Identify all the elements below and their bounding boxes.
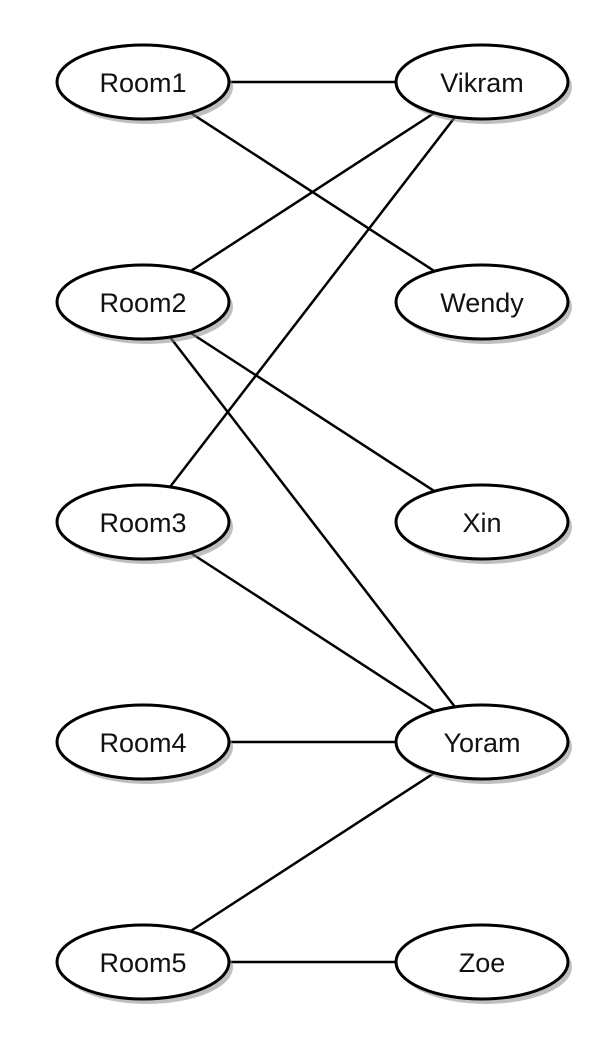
node-ellipse <box>55 263 231 341</box>
node-ellipse <box>394 923 570 1001</box>
node-ellipse <box>55 483 231 561</box>
node-wendy: Wendy <box>394 263 572 344</box>
node-vikram: Vikram <box>394 43 572 124</box>
node-room4: Room4 <box>55 703 233 784</box>
node-room1: Room1 <box>55 43 233 124</box>
edge-room2-xin <box>142 300 483 524</box>
node-zoe: Zoe <box>394 923 572 1004</box>
node-ellipse <box>394 483 570 561</box>
node-label: Yoram <box>443 728 520 758</box>
node-label: Room1 <box>99 68 186 98</box>
node-ellipse <box>55 923 231 1001</box>
node-ellipse <box>394 43 570 121</box>
edge-room3-vikram <box>142 81 483 523</box>
node-ellipse <box>55 703 231 781</box>
node-label: Wendy <box>440 288 524 318</box>
node-ellipse <box>394 263 570 341</box>
node-yoram: Yoram <box>394 703 572 784</box>
edge-room2-vikram <box>142 80 483 304</box>
node-xin: Xin <box>394 483 572 564</box>
edge-room2-yoram <box>142 301 483 743</box>
node-ellipse <box>55 43 231 121</box>
node-label: Room3 <box>99 508 186 538</box>
node-label: Xin <box>462 508 501 538</box>
node-room2: Room2 <box>55 263 233 344</box>
edge-room5-yoram <box>142 740 483 964</box>
node-label: Zoe <box>459 948 506 978</box>
node-ellipse <box>394 703 570 781</box>
edge-room3-yoram <box>142 520 483 744</box>
node-room3: Room3 <box>55 483 233 564</box>
node-room5: Room5 <box>55 923 233 1004</box>
node-label: Room5 <box>99 948 186 978</box>
edges-layer <box>142 80 483 964</box>
node-label: Room4 <box>99 728 186 758</box>
node-label: Room2 <box>99 288 186 318</box>
node-label: Vikram <box>440 68 524 98</box>
